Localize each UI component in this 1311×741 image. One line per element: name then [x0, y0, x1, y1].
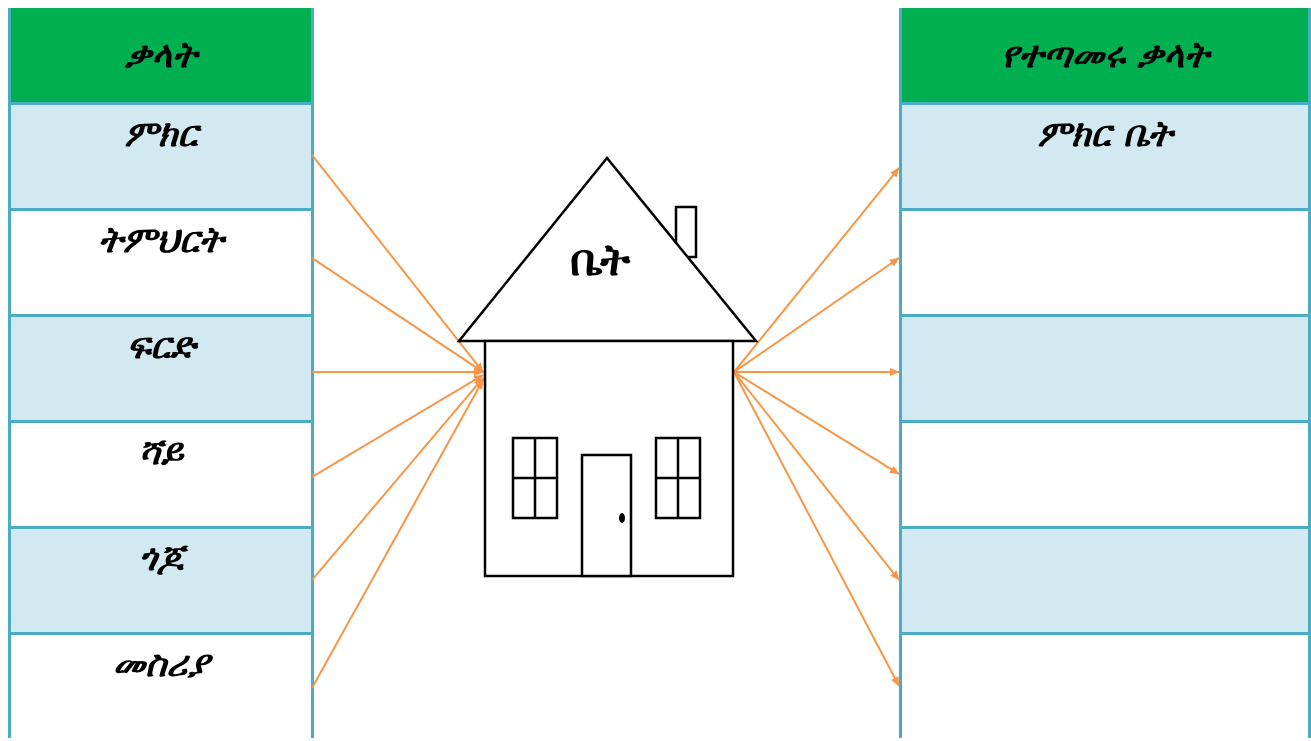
- left-window-icon: [511, 436, 559, 520]
- arrow-in-1: [311, 154, 484, 373]
- house-icon: [456, 156, 759, 578]
- word-cell-5: ጎጆ: [11, 529, 311, 635]
- arrow-in-6: [311, 379, 484, 689]
- compound-cell-1: ምክር ቤት: [902, 105, 1308, 211]
- arrow-in-5: [311, 377, 484, 581]
- arrow-in-2: [311, 257, 484, 373]
- outgoing-arrows: [733, 167, 900, 687]
- incoming-arrows: [311, 154, 484, 689]
- arrow-out-4: [733, 371, 900, 475]
- center-word: ቤት: [570, 235, 630, 286]
- arrow-in-4: [311, 374, 484, 478]
- words-table-header: ቃላት: [11, 8, 311, 105]
- word-cell-2: ትምህርት: [11, 211, 311, 317]
- arrow-out-1: [733, 167, 900, 373]
- arrow-out-5: [733, 371, 900, 581]
- compound-cell-6: [902, 635, 1308, 741]
- word-cell-6: መስሪያ: [11, 635, 311, 741]
- compound-cell-4: [902, 423, 1308, 529]
- word-cell-4: ሻይ: [11, 423, 311, 529]
- arrow-out-2: [733, 257, 900, 373]
- word-cell-1: ምክር: [11, 105, 311, 211]
- compound-cell-2: [902, 211, 1308, 317]
- compound-cell-5: [902, 529, 1308, 635]
- compound-cell-3: [902, 317, 1308, 423]
- compound-words-table: የተጣመሩ ቃላት ምክር ቤት: [899, 8, 1311, 741]
- word-cell-3: ፍርድ: [11, 317, 311, 423]
- words-table: ቃላት ምክር ትምህርት ፍርድ ሻይ ጎጆ መስሪያ: [8, 8, 314, 741]
- compound-words-table-header: የተጣመሩ ቃላት: [902, 8, 1308, 105]
- door-knob: [619, 513, 625, 523]
- right-window-icon: [654, 436, 702, 520]
- arrow-out-6: [733, 371, 900, 687]
